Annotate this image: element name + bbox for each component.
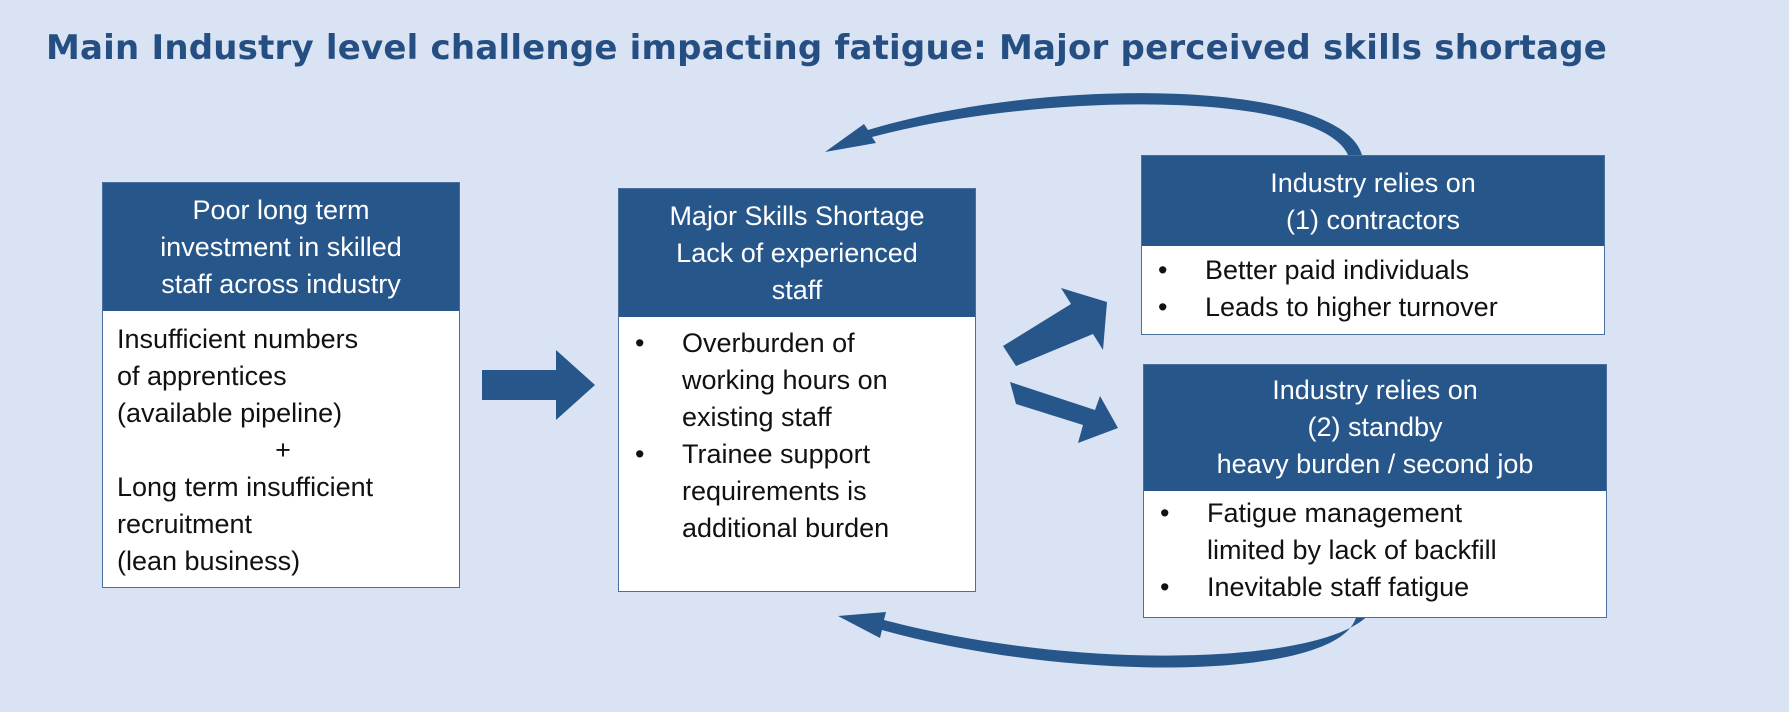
- body-line: Long term insufficient: [117, 472, 374, 502]
- arrow-shortage-to-standby: [1010, 382, 1118, 443]
- header-line: Lack of experienced: [676, 238, 918, 268]
- box-header: Industry relies on (1) contractors: [1142, 156, 1604, 246]
- box-body: Insufficient numbers of apprentices (ava…: [103, 311, 459, 580]
- bullet-line: additional burden: [682, 513, 890, 543]
- header-line: staff: [771, 275, 823, 305]
- plus-sign: +: [275, 435, 291, 465]
- bullet-line: working hours on: [682, 365, 888, 395]
- bullet-line: existing staff: [682, 402, 832, 432]
- bullet-item: Overburden of working hours on existing …: [635, 325, 967, 436]
- box-contractors: Industry relies on (1) contractors Bette…: [1141, 155, 1605, 335]
- header-line: Industry relies on: [1272, 375, 1478, 405]
- bullet-line: Overburden of: [682, 328, 855, 358]
- body-line: (lean business): [117, 546, 301, 576]
- header-line: Poor long term: [192, 195, 370, 225]
- arrow-shortage-to-contractors: [1003, 288, 1107, 366]
- bullet-line: Better paid individuals: [1205, 255, 1470, 285]
- box-header: Industry relies on (2) standby heavy bur…: [1144, 365, 1606, 491]
- header-line: (1) contractors: [1285, 205, 1461, 235]
- bullet-list: Better paid individuals Leads to higher …: [1142, 246, 1604, 326]
- header-line: heavy burden / second job: [1216, 449, 1534, 479]
- box-poor-investment: Poor long term investment in skilled sta…: [102, 182, 460, 588]
- bullet-line: Inevitable staff fatigue: [1207, 572, 1470, 602]
- bullet-item: Fatigue management limited by lack of ba…: [1160, 495, 1598, 569]
- body-line: (available pipeline): [117, 398, 343, 428]
- curved-arrow-bottom: [838, 612, 1371, 668]
- bullet-item: Better paid individuals: [1158, 252, 1596, 289]
- bullet-list: Overburden of working hours on existing …: [619, 317, 975, 547]
- diagram-title: Main Industry level challenge impacting …: [46, 28, 1608, 68]
- bullet-item: Inevitable staff fatigue: [1160, 569, 1598, 606]
- header-line: investment in skilled: [160, 232, 402, 262]
- header-line: Major Skills Shortage: [669, 201, 925, 231]
- bullet-line: Leads to higher turnover: [1205, 292, 1498, 322]
- header-line: (2) standby: [1307, 412, 1443, 442]
- bullet-item: Leads to higher turnover: [1158, 289, 1596, 326]
- box-skills-shortage: Major Skills Shortage Lack of experience…: [618, 188, 976, 592]
- bullet-line: limited by lack of backfill: [1207, 535, 1497, 565]
- box-standby: Industry relies on (2) standby heavy bur…: [1143, 364, 1607, 618]
- bullet-list: Fatigue management limited by lack of ba…: [1144, 491, 1606, 606]
- bullet-line: Trainee support: [682, 439, 871, 469]
- body-line: Insufficient numbers: [117, 324, 359, 354]
- header-line: staff across industry: [161, 269, 401, 299]
- box-header: Major Skills Shortage Lack of experience…: [619, 189, 975, 317]
- arrow-cause-to-shortage: [482, 350, 595, 420]
- bullet-line: requirements is: [682, 476, 867, 506]
- header-line: Industry relies on: [1270, 168, 1476, 198]
- curved-arrow-top: [825, 93, 1362, 155]
- box-header: Poor long term investment in skilled sta…: [103, 183, 459, 311]
- body-line: recruitment: [117, 509, 253, 539]
- body-line: of apprentices: [117, 361, 287, 391]
- bullet-item: Trainee support requirements is addition…: [635, 436, 967, 547]
- bullet-line: Fatigue management: [1207, 498, 1463, 528]
